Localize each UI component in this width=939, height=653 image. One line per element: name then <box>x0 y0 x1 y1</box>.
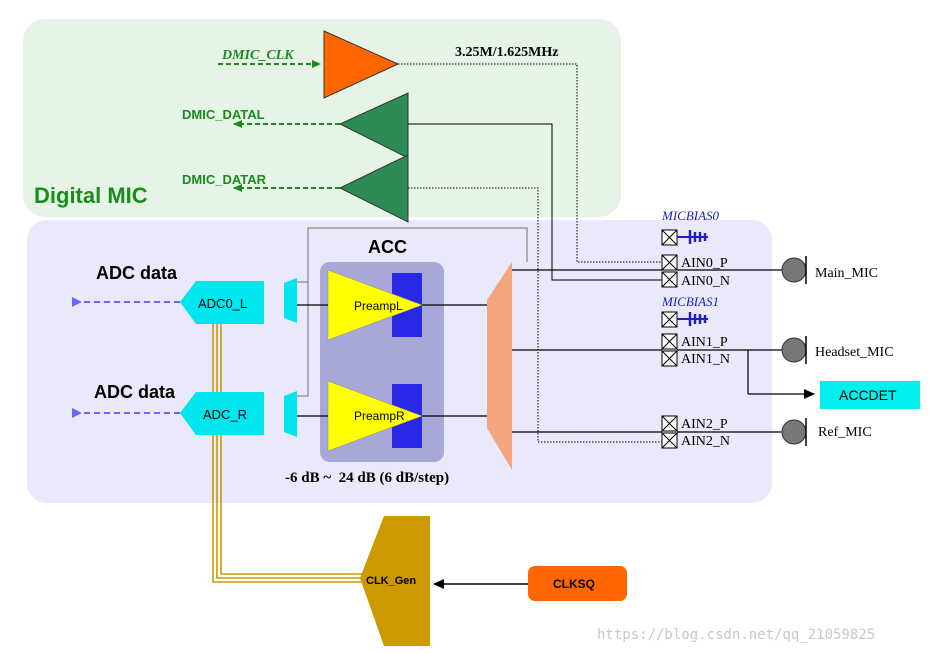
input-mux <box>487 262 512 470</box>
ain0-pins <box>661 254 678 288</box>
gain-range-label: -6 dB ~ 24 dB (6 dB/step) <box>285 470 449 486</box>
ain0-p-label: AIN0_P <box>681 256 728 271</box>
ain2-pins <box>661 415 678 449</box>
mux-feedback-line <box>297 227 528 283</box>
clk-output-amplifier <box>323 30 400 99</box>
pin-to-mic-wires <box>677 269 782 433</box>
ain0-n-label: AIN0_N <box>681 274 730 289</box>
ain2-p-label: AIN2_P <box>681 417 728 432</box>
ain2-n-label: AIN2_N <box>681 434 730 449</box>
watermark: https://blog.csdn.net/qq_21059825 <box>597 627 875 643</box>
digital-mic-region <box>23 19 621 217</box>
ain1-p-label: AIN1_P <box>681 335 728 350</box>
accdet-block <box>820 381 920 409</box>
clk-gen-block <box>360 516 430 646</box>
dmic-datal-label: DMIC_DATAL <box>182 107 265 122</box>
adc-r-block <box>180 392 264 435</box>
mux-feedback-line-2 <box>297 282 309 397</box>
adc0-l-block <box>180 281 264 324</box>
adc-data-label-2: ADC data <box>94 382 176 402</box>
ain1-n-label: AIN1_N <box>681 352 730 367</box>
digital-wiring <box>398 63 662 443</box>
dmic-datar-label: DMIC_DATAR <box>182 172 267 187</box>
headset-mic-label: Headset_MIC <box>815 345 894 360</box>
clk-gen-label: CLK_Gen <box>366 575 416 587</box>
ref-mic-label: Ref_MIC <box>818 425 872 440</box>
clk-frequency-label: 3.25M/1.625MHz <box>455 45 558 60</box>
dmic-datal-amplifier <box>338 92 409 159</box>
main-mic-icon <box>781 256 807 284</box>
ain1-pins <box>661 333 678 367</box>
adc0-l-input-stage <box>284 278 297 323</box>
micbias0-label: MICBIAS0 <box>661 208 720 223</box>
main-mic-label: Main_MIC <box>815 266 878 281</box>
preamp-l-label: PreampL <box>354 299 403 313</box>
micbias0-pin <box>661 229 708 246</box>
preamp-r-label: PreampR <box>354 409 405 423</box>
accdet-label: ACCDET <box>839 387 897 403</box>
clock-bus <box>212 324 368 583</box>
acc-title: ACC <box>368 237 407 257</box>
micbias1-label: MICBIAS1 <box>661 294 719 309</box>
adc0-l-label: ADC0_L <box>198 296 247 311</box>
ref-mic-icon <box>781 418 807 446</box>
digital-mic-title: Digital MIC <box>34 183 148 208</box>
mux-to-pin-wires <box>512 269 662 433</box>
clksq-block <box>528 566 627 601</box>
adc-r-input-stage <box>284 391 297 437</box>
clksq-label: CLKSQ <box>553 577 595 591</box>
micbias1-pin <box>661 311 708 328</box>
dmic-clk-label: DMIC_CLK <box>221 48 295 63</box>
adc-data-label-1: ADC data <box>96 263 178 283</box>
headset-mic-icon <box>781 336 807 364</box>
adc-r-label: ADC_R <box>203 407 247 422</box>
